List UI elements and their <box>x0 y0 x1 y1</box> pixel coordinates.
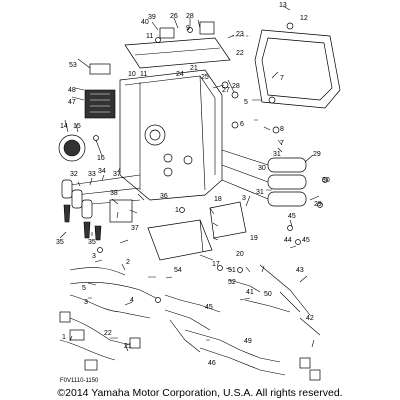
part-number: 13 <box>279 2 287 9</box>
part-number: 10 <box>128 71 136 78</box>
part-number: 37 <box>131 225 139 232</box>
part-number: 40 <box>141 19 149 26</box>
part-number: 3 <box>84 299 88 306</box>
part-number: 43 <box>296 267 304 274</box>
part-number: 22 <box>104 330 112 337</box>
part-number: 52 <box>228 279 236 286</box>
part-number: 3 <box>92 253 96 260</box>
part-number: 16 <box>97 155 105 162</box>
part-number: 19 <box>250 235 258 242</box>
electrical-box <box>119 69 223 201</box>
part-number: 32 <box>70 171 78 178</box>
part-number: 4 <box>130 297 134 304</box>
gasket-frame <box>254 22 341 109</box>
part-number: 11 <box>140 71 147 78</box>
part-number: 48 <box>68 87 76 94</box>
ecm-unit <box>147 219 213 261</box>
part-number: 44 <box>284 237 292 244</box>
part-number: 39 <box>148 14 156 21</box>
label-plate <box>89 63 111 75</box>
part-number: 3 <box>242 195 246 202</box>
diagram-code: F0V1110-1150 <box>60 378 99 384</box>
part-number: 22 <box>236 50 244 57</box>
part-number: 27 <box>222 87 230 94</box>
part-number: 35 <box>88 239 96 246</box>
part-number: 47 <box>68 99 76 106</box>
wire-harnesses <box>59 264 321 381</box>
part-number: 5 <box>244 99 248 106</box>
part-number: 31 <box>256 189 264 196</box>
part-number: 45 <box>302 237 310 244</box>
part-number: 23 <box>236 31 244 38</box>
copyright-notice: ©2014 Yamaha Motor Corporation, U.S.A. A… <box>57 387 342 399</box>
part-number: 20 <box>236 251 244 258</box>
part-number: 37 <box>113 171 121 178</box>
part-number: 33 <box>88 171 96 178</box>
part-number: 2 <box>126 259 130 266</box>
fasteners <box>93 27 328 303</box>
part-number: 53 <box>69 62 77 69</box>
part-number: 12 <box>300 15 308 22</box>
ignition-coils <box>221 149 307 207</box>
part-number: 5 <box>82 285 86 292</box>
starter-relay <box>58 134 86 162</box>
part-number: 35 <box>56 239 64 246</box>
part-number: 21 <box>190 65 198 72</box>
part-number: 29 <box>314 201 322 208</box>
part-number: 42 <box>306 315 314 322</box>
part-number: 28 <box>232 83 240 90</box>
part-number: 8 <box>280 126 284 133</box>
part-number: 21 <box>124 343 132 350</box>
part-number: 26 <box>170 13 178 20</box>
rectifier <box>84 89 116 119</box>
part-number: 31 <box>273 151 281 158</box>
part-number: 6 <box>240 121 244 128</box>
part-number: 25 <box>201 74 209 81</box>
part-number: 7 <box>280 75 284 82</box>
part-number: 36 <box>160 193 168 200</box>
part-number: 50 <box>264 291 272 298</box>
part-number: 24 <box>176 71 184 78</box>
spark-plug-wires <box>61 174 141 241</box>
part-number: 1 <box>62 334 66 341</box>
part-number: 17 <box>212 261 220 268</box>
part-number: 28 <box>186 13 194 20</box>
part-number: 41 <box>246 289 254 296</box>
part-number: 29 <box>313 151 321 158</box>
part-number: 45 <box>288 213 296 220</box>
part-number: 51 <box>228 267 236 274</box>
part-number: 34 <box>98 168 106 175</box>
part-number: 45 <box>205 304 213 311</box>
part-number: 1 <box>175 207 179 214</box>
part-number: 30 <box>322 177 330 184</box>
part-number: 46 <box>208 360 216 367</box>
part-number-labels: 13 39 26 28 40 9 11 23 22 12 53 10 11 24… <box>56 2 330 367</box>
leader-lines <box>59 5 320 352</box>
part-number: 18 <box>214 196 222 203</box>
part-number: 11 <box>146 33 153 40</box>
part-number: 30 <box>258 165 266 172</box>
part-number: 15 <box>73 123 81 130</box>
bracket-assembly <box>124 21 250 69</box>
relay-bracket <box>209 201 247 239</box>
part-number: 38 <box>110 190 118 197</box>
part-number: 54 <box>174 267 182 274</box>
part-number: 49 <box>244 338 252 345</box>
fuse-holder <box>109 199 133 223</box>
part-number: 14 <box>60 123 68 130</box>
part-number: 9 <box>186 25 190 32</box>
part-number: 7 <box>280 140 284 147</box>
